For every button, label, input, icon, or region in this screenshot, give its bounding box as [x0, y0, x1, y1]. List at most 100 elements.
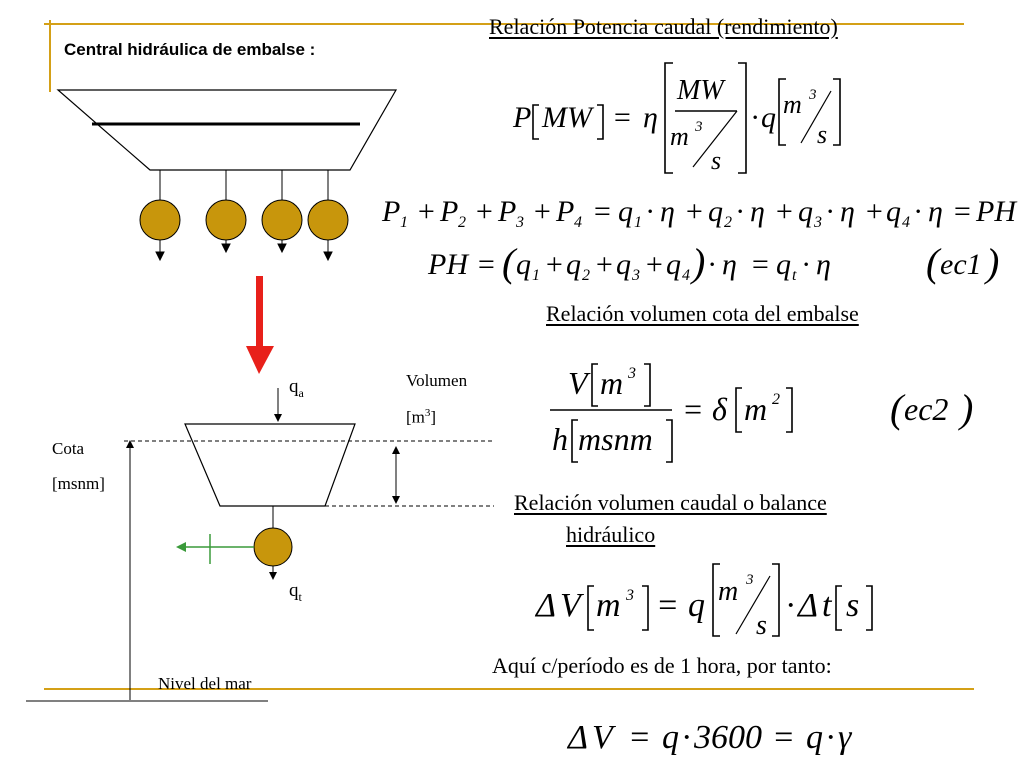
svg-text:(: (: [926, 240, 942, 285]
svg-text:m: m: [600, 365, 623, 401]
heading-power-flow: Relación Potencia caudal (rendimiento): [489, 14, 838, 39]
svg-text:4: 4: [902, 214, 910, 231]
svg-text:+: +: [416, 195, 436, 228]
svg-text:2: 2: [458, 214, 466, 231]
svg-text:PH: PH: [975, 195, 1018, 228]
svg-text:4: 4: [574, 214, 582, 231]
turbine-outflow-arrows: [155, 240, 333, 262]
svg-text:): ): [958, 386, 973, 431]
equation-ec2: V m 3 h msnm = δ m 2 ( ec2 ): [550, 363, 973, 463]
svg-text:1: 1: [532, 267, 540, 284]
svg-text:3600: 3600: [693, 719, 762, 756]
svg-text:Δ: Δ: [566, 719, 588, 756]
svg-text:PH: PH: [427, 248, 470, 281]
svg-text:+: +: [684, 195, 704, 228]
height-label: Cota: [52, 439, 85, 458]
turbine-3-node: [261, 199, 303, 241]
turbine-node: [253, 527, 293, 567]
svg-text:=: =: [656, 587, 679, 624]
svg-text:=: =: [592, 195, 612, 228]
svg-text:η: η: [840, 195, 855, 228]
svg-text:q: q: [708, 195, 723, 228]
svg-text:·: ·: [751, 101, 759, 134]
svg-text:=: =: [750, 248, 770, 281]
equation-hourly: Δ V = q · 3600 = q · γ: [566, 719, 853, 756]
svg-text:msnm: msnm: [578, 421, 653, 457]
svg-text:(: (: [502, 240, 518, 285]
height-unit-label: [msnm]: [52, 474, 105, 493]
svg-text:4: 4: [682, 267, 690, 284]
svg-text:q: q: [662, 719, 679, 756]
svg-text:3: 3: [745, 572, 754, 588]
svg-text:·: ·: [826, 195, 834, 228]
svg-text:m: m: [670, 122, 689, 151]
svg-text:s: s: [817, 120, 827, 149]
svg-text:P: P: [555, 195, 574, 228]
svg-text:η: η: [750, 195, 765, 228]
red-down-arrow: [246, 276, 274, 374]
svg-text:+: +: [544, 248, 564, 281]
svg-text:q: q: [566, 248, 581, 281]
volume-label: Volumen: [406, 371, 468, 390]
reservoir-balance-diagram: [26, 388, 494, 702]
volume-unit-label: [m3]: [406, 407, 437, 427]
svg-text:P: P: [381, 195, 400, 228]
svg-text:t: t: [822, 587, 833, 624]
svg-text:Δ: Δ: [796, 587, 818, 624]
heading-volume-flow-line2: hidráulico: [566, 522, 656, 547]
svg-text:MW: MW: [676, 75, 726, 106]
svg-text:q: q: [776, 248, 791, 281]
svg-text:q: q: [666, 248, 681, 281]
turbine-2-node: [205, 199, 247, 241]
svg-text:s: s: [711, 146, 721, 175]
svg-text:η: η: [928, 195, 943, 228]
svg-text:m: m: [718, 576, 738, 607]
svg-text:+: +: [474, 195, 494, 228]
svg-text:+: +: [594, 248, 614, 281]
volume-arrow-up-icon: [392, 446, 400, 454]
svg-text:MW: MW: [541, 101, 595, 134]
svg-text:): ): [690, 240, 705, 285]
svg-text:+: +: [864, 195, 884, 228]
svg-text:3: 3: [625, 587, 634, 604]
svg-text:γ: γ: [838, 719, 853, 756]
svg-text:+: +: [774, 195, 794, 228]
svg-text:t: t: [792, 267, 797, 284]
heading-volume-flow: Relación volumen caudal o balance: [514, 490, 827, 515]
reservoir-turbines-diagram: [56, 89, 398, 262]
turbine-1-node: [139, 199, 181, 241]
svg-text:s: s: [846, 587, 859, 624]
svg-text:q: q: [886, 195, 901, 228]
svg-text:q: q: [516, 248, 531, 281]
turbine-outflow-arrow-icon: [269, 572, 277, 580]
reservoir-trapezoid-small: [184, 423, 356, 507]
equation-power: P MW = η MW m 3 s · q m 3 s: [512, 62, 841, 175]
svg-text:η: η: [660, 195, 675, 228]
heading-volume-height: Relación volumen cota del embalse: [546, 301, 859, 326]
ec2-label: ec2: [904, 391, 948, 427]
svg-text:2: 2: [582, 267, 590, 284]
ec1-label: ec1: [940, 248, 982, 281]
svg-text:3: 3: [631, 267, 640, 284]
svg-text:V: V: [592, 719, 617, 756]
turbine-4-node: [307, 199, 349, 241]
volume-arrow-down-icon: [392, 496, 400, 504]
svg-text:V: V: [568, 365, 591, 401]
svg-text:η: η: [643, 101, 658, 134]
svg-text:3: 3: [694, 119, 703, 135]
svg-text:q: q: [688, 587, 705, 624]
svg-text:P: P: [439, 195, 458, 228]
svg-text:q: q: [618, 195, 633, 228]
svg-text:m: m: [744, 391, 767, 427]
svg-text:·: ·: [914, 195, 922, 228]
svg-text:q: q: [798, 195, 813, 228]
svg-text:1: 1: [400, 214, 408, 231]
svg-text:=: =: [612, 101, 632, 134]
svg-text:·: ·: [786, 587, 795, 624]
reservoir-trapezoid: [56, 89, 398, 171]
svg-text:=: =: [628, 719, 651, 756]
svg-text:s: s: [756, 610, 767, 641]
svg-text:=: =: [682, 391, 704, 427]
